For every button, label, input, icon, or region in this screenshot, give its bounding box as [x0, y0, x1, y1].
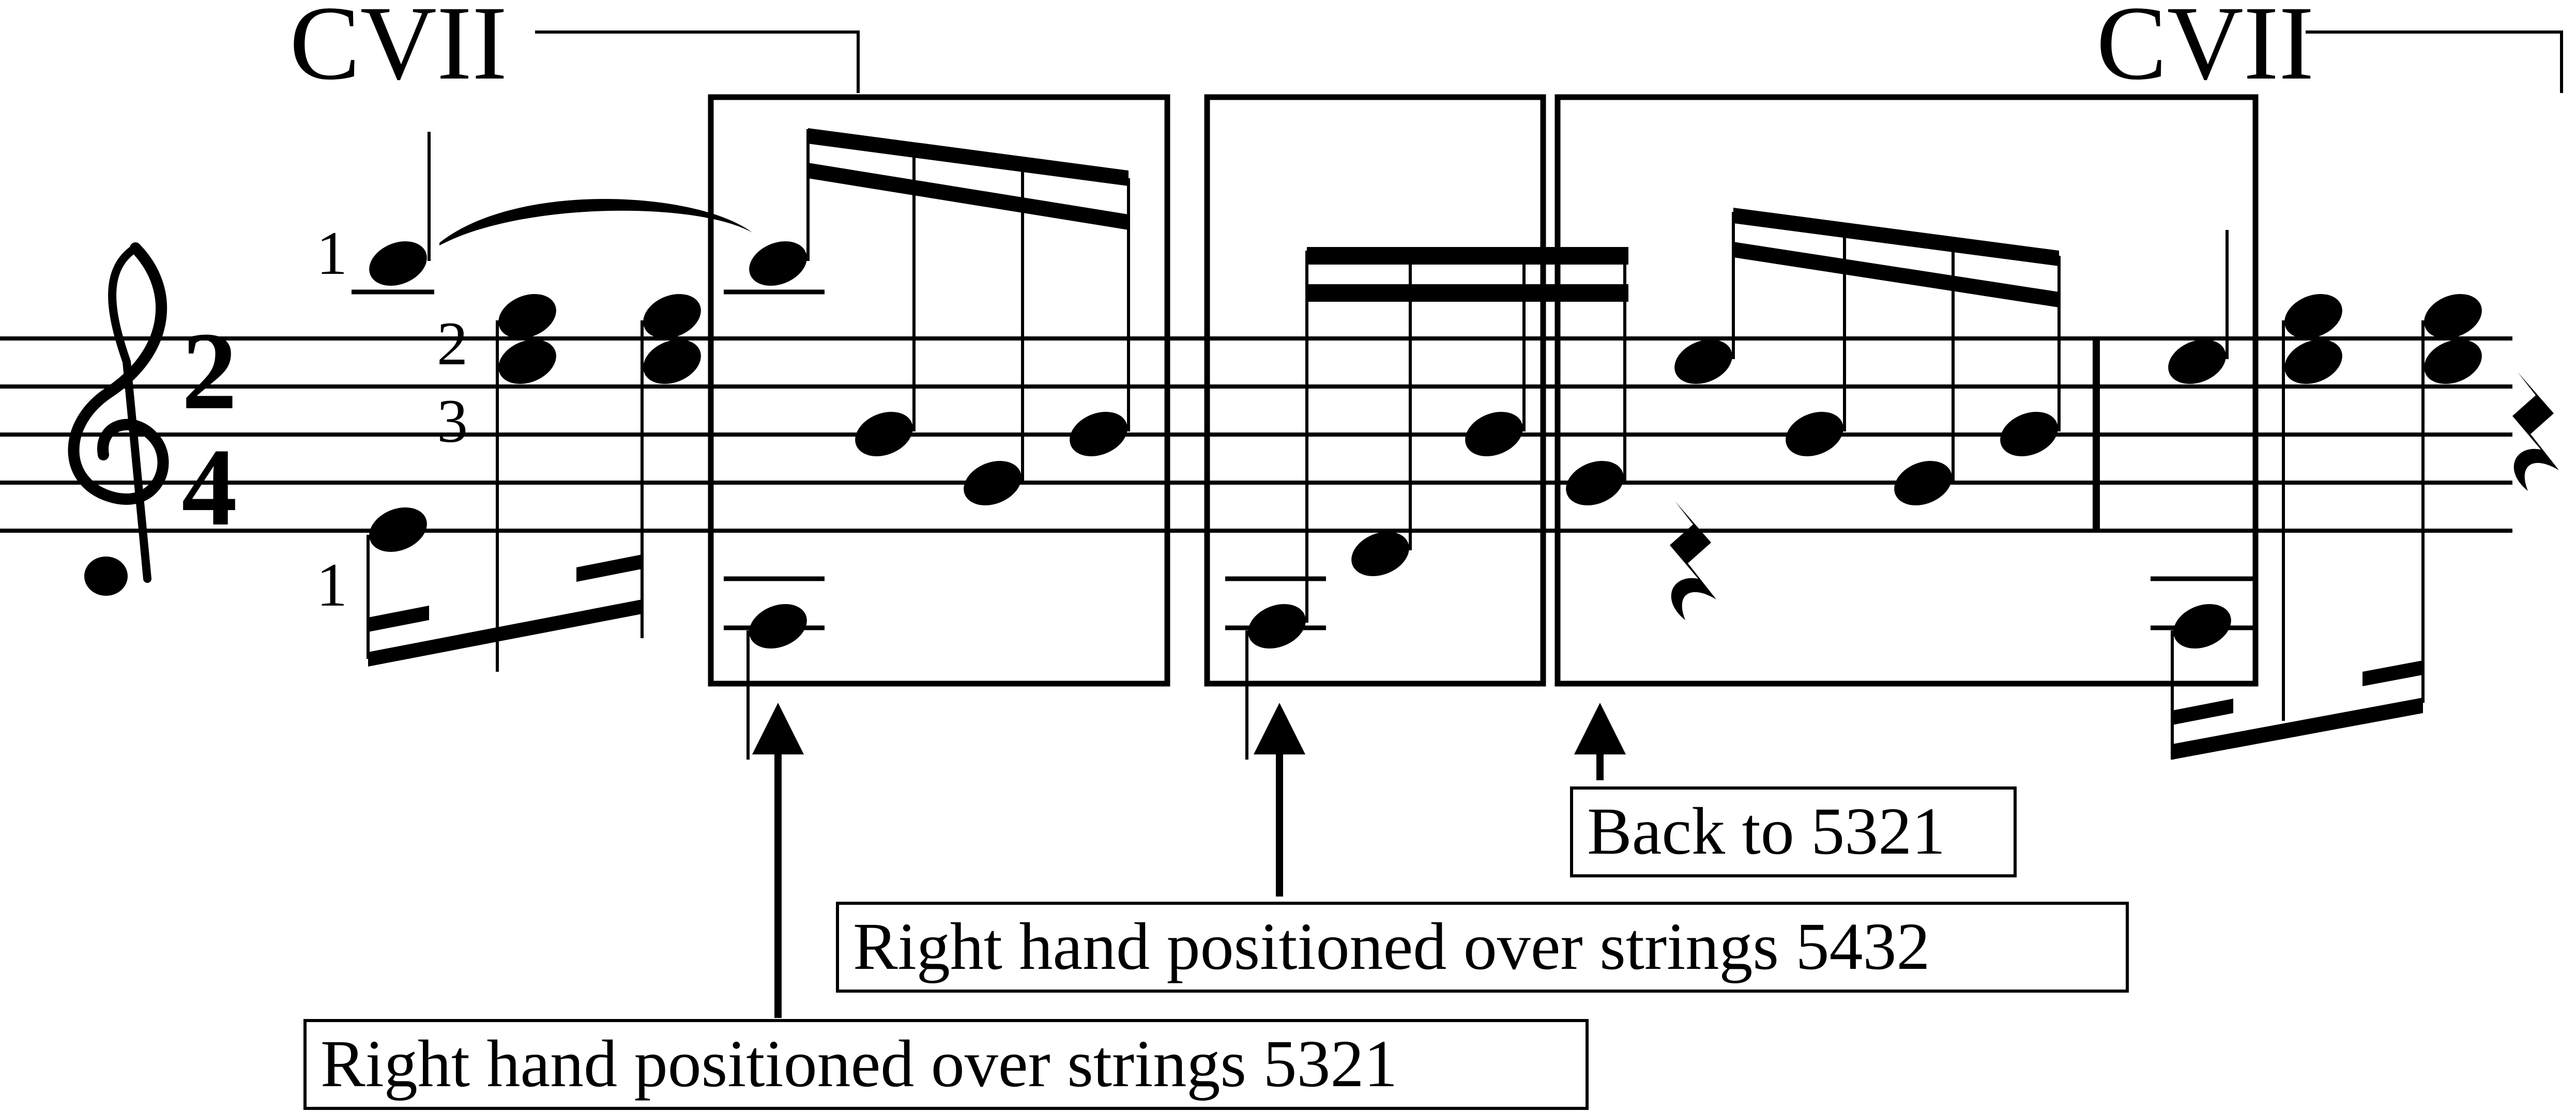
arrow-icon	[1574, 703, 1626, 780]
note-head	[2168, 339, 2226, 384]
note-head	[749, 241, 807, 286]
note-group	[352, 132, 752, 672]
note-head	[643, 294, 701, 338]
note-head	[1566, 461, 1624, 505]
highlight-box	[708, 94, 1170, 687]
beam	[1733, 242, 2059, 307]
beam	[2362, 660, 2423, 686]
beam	[576, 554, 642, 582]
fingering-number: 1	[316, 550, 347, 619]
note-head	[1465, 412, 1523, 456]
note-head	[498, 294, 556, 338]
beam	[2172, 699, 2233, 725]
arrow-icon	[752, 703, 804, 1018]
note-head	[1248, 604, 1306, 648]
callout-text: Right hand positioned over strings 5432	[853, 909, 1930, 984]
treble-clef-icon	[68, 242, 169, 596]
note-head	[1786, 412, 1843, 456]
note-head	[1351, 532, 1409, 576]
barre-bracket	[535, 30, 860, 93]
note-head	[855, 412, 913, 456]
note-head	[2173, 604, 2231, 648]
slur	[439, 199, 752, 245]
note-head	[1894, 461, 1952, 505]
beam	[368, 606, 429, 632]
note-group	[1307, 208, 2254, 760]
beam	[368, 599, 642, 667]
highlight-box	[1554, 94, 2259, 687]
callout-box	[303, 1019, 1589, 1110]
quarter-rest-icon	[1670, 501, 1716, 620]
note-head	[1070, 412, 1127, 456]
fingering-number: 1	[316, 219, 347, 287]
note-group	[2172, 294, 2559, 760]
note-head	[2000, 412, 2058, 456]
arrow-icon	[1254, 703, 1305, 897]
callout-text: Right hand positioned over strings 5321	[321, 1027, 1398, 1101]
beam	[1307, 247, 1628, 265]
fingering-number: 2	[437, 309, 468, 378]
note-head	[369, 507, 427, 552]
beam	[1733, 208, 2059, 266]
time-signature-denominator: 4	[181, 425, 237, 549]
beam	[2172, 698, 2423, 760]
barre-bracket	[2306, 30, 2563, 93]
note-head	[643, 339, 701, 384]
note-head	[2424, 294, 2482, 338]
note-head	[2284, 294, 2342, 338]
note-group	[724, 128, 1130, 760]
quarter-rest-icon	[2512, 372, 2559, 491]
note-group	[1225, 251, 1526, 760]
barre-marking-label: CVII	[2096, 0, 2314, 102]
note-head	[1674, 339, 1732, 384]
beam	[808, 163, 1129, 230]
beam	[1307, 284, 1628, 302]
note-head	[2284, 339, 2342, 384]
note-head	[498, 339, 556, 384]
callout-text: Back to 5321	[1587, 794, 1945, 869]
note-head	[749, 604, 807, 648]
staff	[0, 336, 2512, 533]
note-head	[964, 461, 1022, 505]
beam	[808, 128, 1129, 186]
fingering-number: 3	[437, 387, 468, 455]
note-head	[2424, 339, 2482, 384]
highlight-box	[1204, 94, 1546, 687]
callout-box	[836, 902, 2129, 993]
callout-box	[1570, 786, 2017, 877]
barre-marking-label: CVII	[289, 0, 507, 102]
time-signature-numerator: 2	[181, 309, 237, 433]
note-head	[369, 241, 427, 286]
